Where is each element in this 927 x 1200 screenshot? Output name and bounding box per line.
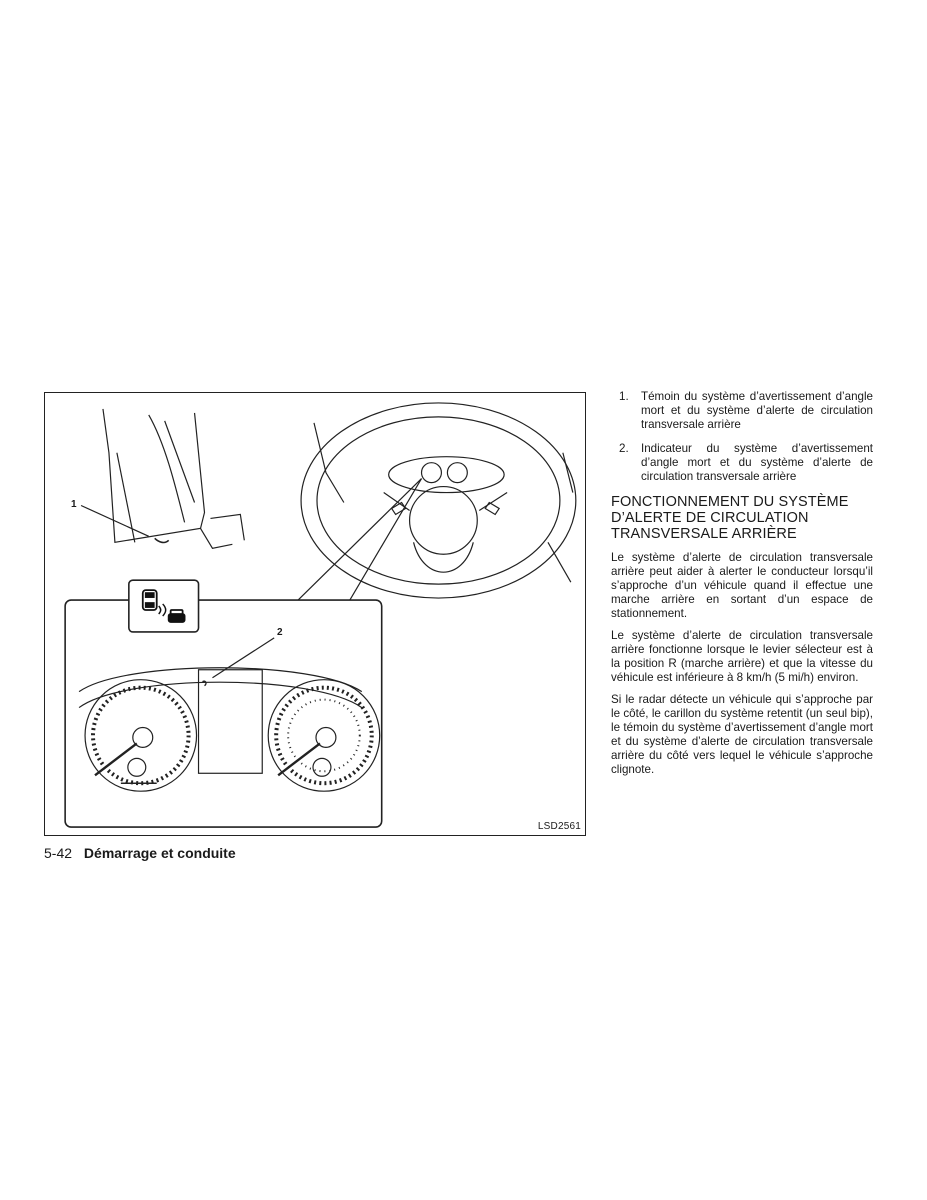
a-pillar-drawing bbox=[102, 408, 245, 549]
text-column: 1. Témoin du système d’avertissement d’a… bbox=[611, 390, 873, 785]
instrument-cluster-panel bbox=[64, 599, 383, 828]
list-item-text: Indicateur du système d’avertissement d’… bbox=[641, 442, 873, 483]
legend-list: 1. Témoin du système d’avertissement d’a… bbox=[611, 390, 873, 484]
dashboard-illustration bbox=[64, 402, 577, 828]
list-item: 1. Témoin du système d’avertissement d’a… bbox=[611, 390, 873, 432]
list-item-number: 2. bbox=[619, 442, 629, 455]
figure-code: LSD2561 bbox=[537, 821, 581, 832]
callout-1-leader bbox=[80, 504, 150, 537]
illustration-figure: 1 2 LSD2561 bbox=[44, 392, 586, 836]
blind-spot-warning-icon bbox=[141, 589, 186, 623]
warning-icon-box bbox=[128, 579, 200, 633]
paragraph: Si le radar détecte un véhicule qui s’ap… bbox=[611, 693, 873, 776]
paragraph: Le système d’alerte de circulation trans… bbox=[611, 629, 873, 684]
page-footer: 5-42 Démarrage et conduite bbox=[44, 845, 236, 861]
list-item-number: 1. bbox=[619, 390, 629, 403]
page-number: 5-42 bbox=[44, 845, 73, 861]
callout-2-leader bbox=[212, 637, 275, 679]
section-title: Démarrage et conduite bbox=[83, 845, 236, 861]
callout-2-label: 2 bbox=[277, 627, 283, 638]
section-heading: FONCTIONNEMENT DU SYSTÈME D’ALERTE DE CI… bbox=[611, 494, 849, 542]
paragraph: Le système d’alerte de circulation trans… bbox=[611, 551, 873, 620]
list-item: 2. Indicateur du système d’avertissement… bbox=[611, 442, 873, 484]
list-item-text: Témoin du système d’avertissement d’angl… bbox=[641, 390, 873, 431]
steering-wheel-drawing bbox=[300, 402, 577, 599]
callout-1-label: 1 bbox=[71, 499, 77, 510]
